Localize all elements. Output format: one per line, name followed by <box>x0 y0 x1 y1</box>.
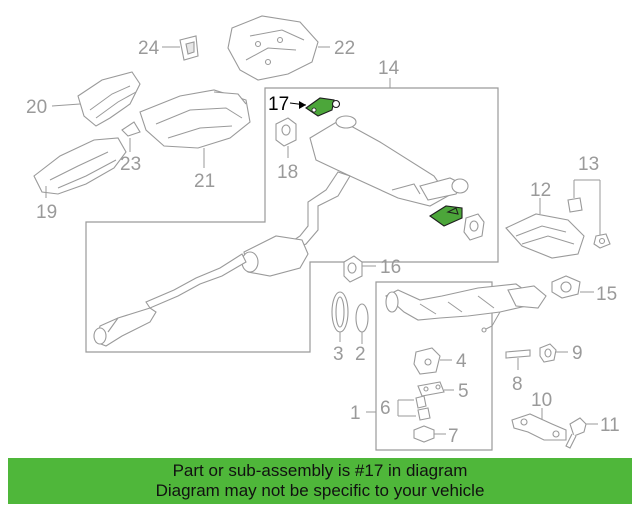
callout-21[interactable]: 21 <box>194 171 215 192</box>
callout-1[interactable]: 1 <box>350 403 361 424</box>
part-15-gasket <box>551 275 594 299</box>
callout-5[interactable]: 5 <box>458 381 469 402</box>
callout-15[interactable]: 15 <box>596 284 617 305</box>
part-22-heat-shield <box>227 15 330 81</box>
part-14-center-resonator <box>93 235 309 347</box>
callout-20[interactable]: 20 <box>26 97 47 118</box>
callout-9[interactable]: 9 <box>572 343 583 364</box>
callout-2[interactable]: 2 <box>355 344 366 365</box>
part-8-stud <box>505 349 531 370</box>
part-24-bracket <box>162 35 199 61</box>
part-17-hanger-bracket[interactable] <box>289 97 341 117</box>
part-20-heat-shield <box>51 71 141 127</box>
part-11-bolt <box>565 417 598 449</box>
part-7-nut <box>413 425 446 443</box>
fitment-note-banner: Part or sub-assembly is #17 in diagram D… <box>8 458 632 504</box>
part-5-gasket <box>417 381 454 397</box>
part-19-heat-shield <box>33 137 127 198</box>
callout-14[interactable]: 14 <box>378 58 400 79</box>
callout-24[interactable]: 24 <box>138 38 160 59</box>
banner-line-1: Part or sub-assembly is #17 in diagram <box>172 461 468 480</box>
part-isolator-rear <box>463 213 485 241</box>
callout-3[interactable]: 3 <box>333 344 344 365</box>
callout-6[interactable]: 6 <box>380 398 391 419</box>
callout-13[interactable]: 13 <box>578 154 599 175</box>
assembly-14-outline <box>85 87 499 353</box>
callout-18[interactable]: 18 <box>277 162 298 183</box>
callout-12[interactable]: 12 <box>530 180 551 201</box>
parts-diagram: 24 22 20 21 23 19 14 <box>26 15 620 451</box>
part-23-clip <box>121 121 141 152</box>
part-4-bracket <box>413 347 452 375</box>
part-6-bolts <box>397 395 431 421</box>
part-10-gasket <box>511 408 567 441</box>
assembly-1-outline <box>375 281 493 451</box>
part-13-bolts <box>567 179 611 249</box>
part-9-nut <box>539 343 568 363</box>
callout-22[interactable]: 22 <box>334 38 355 59</box>
callout-10[interactable]: 10 <box>531 390 552 411</box>
callout-17[interactable]: 17 <box>268 94 289 115</box>
callout-8[interactable]: 8 <box>512 374 523 395</box>
callout-4[interactable]: 4 <box>456 351 467 372</box>
banner-line-2: Diagram may not be specific to your vehi… <box>155 481 485 500</box>
part-3-clamp <box>331 291 349 342</box>
part-17-hanger-bracket-2[interactable] <box>429 205 463 227</box>
callout-7[interactable]: 7 <box>448 426 459 447</box>
callout-16[interactable]: 16 <box>380 257 401 278</box>
part-18-isolator <box>275 117 297 158</box>
callout-11[interactable]: 11 <box>600 415 620 436</box>
part-2-gasket <box>355 303 369 344</box>
part-14-rear-muffler <box>287 115 469 251</box>
part-12-heat-shield <box>505 198 585 259</box>
callout-19[interactable]: 19 <box>36 202 57 223</box>
part-1-front-pipe <box>385 283 547 333</box>
part-21-heat-shield <box>139 89 251 168</box>
callout-23[interactable]: 23 <box>120 154 141 175</box>
part-16-isolator <box>343 255 376 283</box>
